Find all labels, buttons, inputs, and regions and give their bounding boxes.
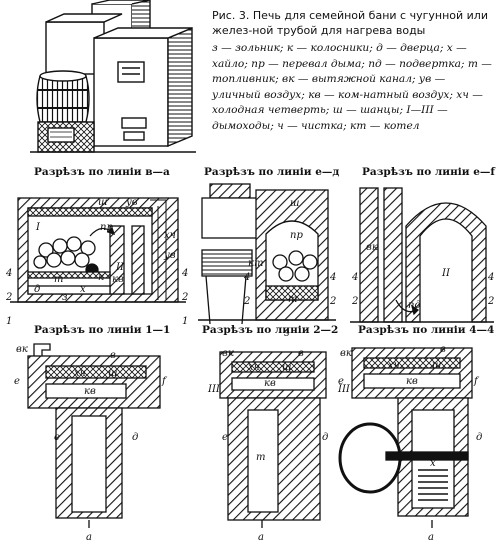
section-4-4-labels: вк в хч ш кв III е f д х а [337, 344, 482, 543]
label-t-s5: т [256, 452, 265, 463]
label-x-s6: х [430, 458, 436, 469]
label-vk-s4: вк [16, 344, 28, 355]
section-2-2-labels: вк в хч ш кв III т е д а [207, 348, 328, 543]
label-t-2: т [288, 294, 297, 305]
label-kv-s5: кв [264, 378, 276, 389]
label-kv: кв [112, 274, 124, 285]
label-hch-s4: хч [74, 368, 86, 379]
label-2-s3r: 2 [487, 296, 494, 307]
label-f-s6: f [473, 376, 480, 387]
section-4-4 [338, 347, 473, 528]
label-e-s6: е [338, 376, 344, 387]
label-4-s2: 4 [243, 272, 250, 283]
section-e-f-labels: вк II пд 4 2 4 2 [351, 242, 494, 311]
label-pr: пр [100, 222, 113, 233]
section-title-v-a: Разрѣзъ по линіи в—а [34, 166, 170, 178]
label-II: II [115, 262, 125, 273]
label-pd: пд [408, 300, 421, 311]
label-d-s5: д [322, 432, 328, 443]
label-d-s4: д [132, 432, 138, 443]
label-2-s2: 2 [243, 296, 250, 307]
label-e-s4: е [14, 376, 20, 387]
label-a-s6: а [428, 532, 434, 542]
section-v-a [10, 197, 186, 303]
label-sh-s6: ш [432, 360, 441, 371]
label-kv-s4: кв [84, 386, 96, 397]
label-III-s6: III [337, 384, 351, 395]
section-e-f [350, 187, 494, 323]
caption-legend: з — зольник; к — колосники; д — дверца; … [212, 42, 492, 132]
label-k: к [98, 272, 104, 283]
label-II-s3: II [441, 268, 451, 279]
label-hch: хч [164, 230, 176, 241]
label-2-right: 2 [181, 292, 188, 303]
section-1-1-labels: вк в хч ш кв е f е д а [14, 344, 168, 543]
label-z: з [62, 292, 67, 303]
label-x: х [80, 284, 86, 295]
caption-title: Рис. 3. Печь для семейной бани с чугунно… [212, 9, 488, 37]
stove-exterior-view [30, 0, 196, 153]
label-4-s3: 4 [351, 272, 358, 283]
label-e-s5: е [222, 432, 228, 443]
section-2-2 [219, 351, 327, 528]
section-title-2-2: Разрѣзъ по линіи 2—2 [202, 324, 339, 336]
label-hch-s6: хч [388, 360, 400, 371]
label-v-s6: в [440, 344, 446, 355]
label-4-s2r: 4 [329, 272, 336, 283]
label-d-s6: д [476, 432, 482, 443]
label-2: 2 [5, 292, 12, 303]
label-z-2: з [284, 328, 289, 339]
section-1-1 [27, 343, 161, 528]
label-I: I [35, 222, 41, 233]
section-e-d-labels: ш пр т з кт 4 2 4 2 [243, 198, 336, 339]
figure-caption: Рис. 3. Печь для семейной бани с чугунно… [212, 8, 496, 134]
label-kv-s6: кв [406, 376, 418, 387]
section-v-a-labels: ш ув хч пр I II ув т д х к кв з 4 2 1 4 … [5, 197, 188, 327]
label-pr-2: пр [290, 230, 303, 241]
label-hch-s5: хч [248, 362, 260, 373]
label-1: 1 [6, 316, 12, 327]
label-vk-s5: вк [222, 348, 234, 359]
label-v-s4: в [110, 350, 116, 361]
label-III-s5: III [207, 384, 221, 395]
section-title-4-4: Разрѣзъ по линіи 4—4 [358, 324, 495, 336]
label-a-s4: а [86, 532, 92, 542]
label-f-s4: f [161, 376, 168, 387]
label-v-s5: в [298, 348, 304, 359]
section-title-e-d: Разрѣзъ по линіи е—д [204, 166, 340, 178]
label-vk: вк [366, 242, 378, 253]
label-sh-s4: ш [108, 368, 117, 379]
label-4-right: 4 [181, 268, 188, 279]
label-t: т [54, 274, 63, 285]
label-4-s3r: 4 [487, 272, 494, 283]
label-vk-s6: вк [340, 348, 352, 359]
label-a-s5: а [258, 532, 264, 542]
section-title-1-1: Разрѣзъ по линіи 1—1 [34, 324, 171, 336]
label-kt: кт [248, 258, 263, 269]
label-sh-2: ш [290, 198, 299, 209]
label-4: 4 [5, 268, 12, 279]
label-uv: ув [125, 197, 138, 208]
label-d: д [34, 284, 40, 295]
label-1-right: 1 [182, 316, 188, 327]
label-e-s4b: е [54, 432, 60, 443]
label-2-s3: 2 [351, 296, 358, 307]
label-sh: ш [98, 197, 107, 208]
section-e-d [198, 183, 336, 325]
section-title-e-f: Разрѣзъ по линіи е—f [362, 166, 495, 178]
label-sh-s5: ш [282, 362, 291, 373]
label-uv-2: ув [163, 250, 176, 261]
label-2-s2r: 2 [329, 296, 336, 307]
